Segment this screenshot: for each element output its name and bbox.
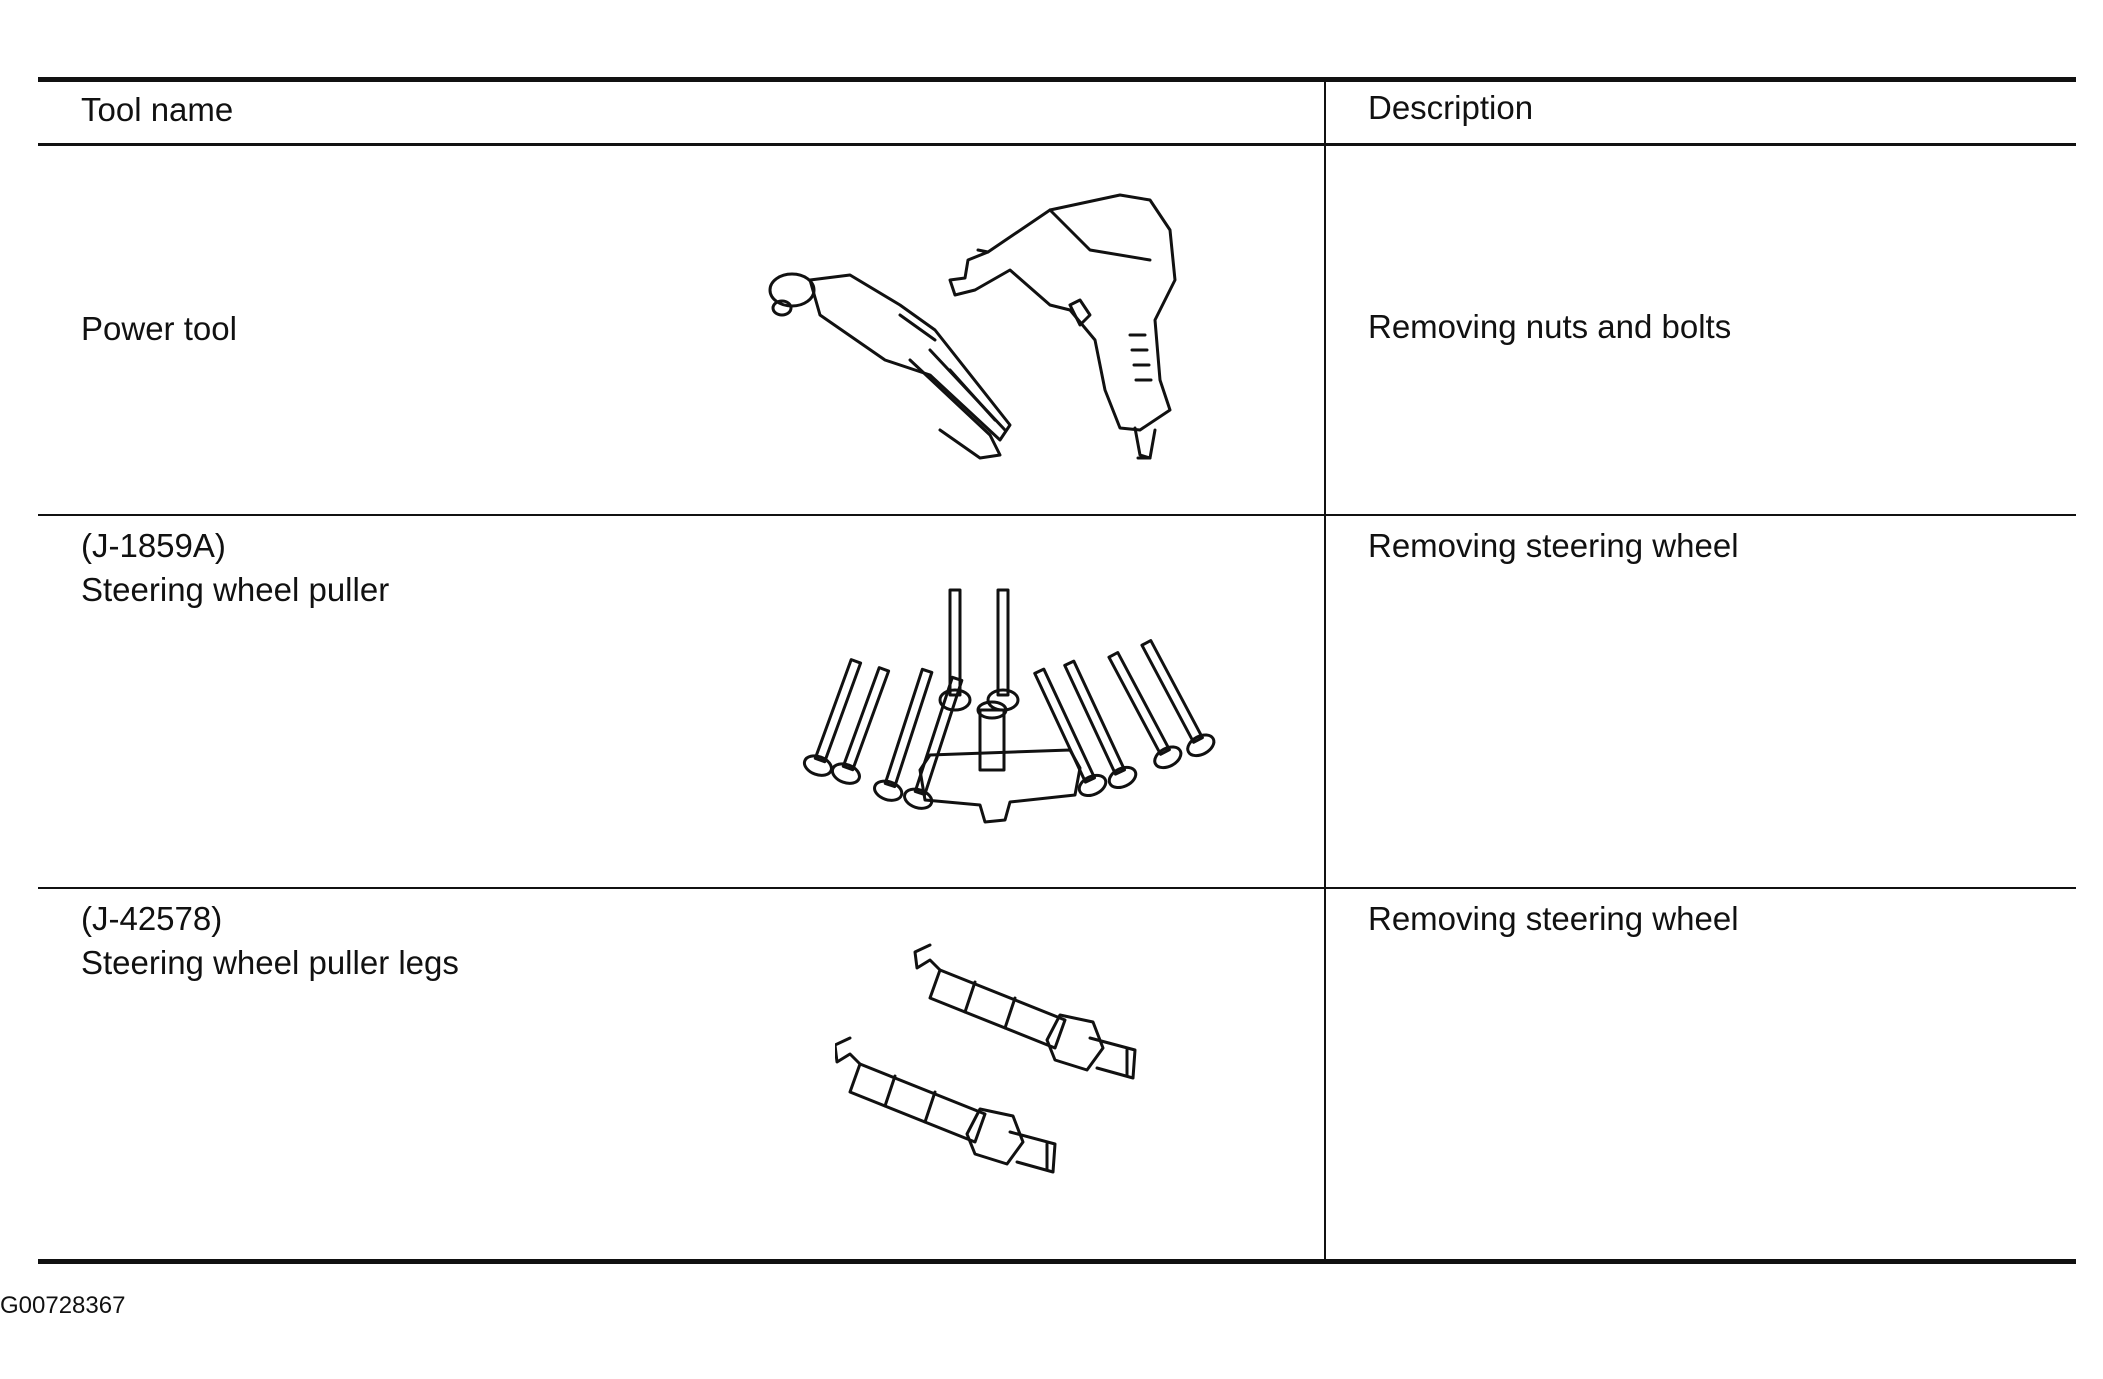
row3-tool-code: (J-42578) [81, 900, 223, 937]
bolt-icon [1033, 667, 1108, 798]
bolt-icon [1063, 659, 1138, 790]
bolt-icon [830, 666, 891, 785]
row1-bottom-rule [38, 514, 2076, 516]
puller-body-icon [918, 700, 1082, 824]
table-bottom-rule [38, 1259, 2076, 1264]
puller-legs-illustration [835, 930, 1175, 1200]
header-description: Description [1368, 89, 1534, 126]
bolt-icon [1140, 639, 1216, 758]
column-divider [1324, 80, 1326, 1262]
bolt-icon [1107, 651, 1183, 770]
impact-wrench-icon [948, 193, 1177, 460]
bolt-icon [938, 588, 972, 712]
row1-tool-name: Power tool [81, 310, 237, 347]
air-ratchet-icon [768, 272, 1012, 460]
row3-description: Removing steering wheel [1368, 900, 1739, 937]
bolt-icon [873, 667, 934, 802]
header-tool-name: Tool name [81, 91, 234, 128]
header-bottom-rule [38, 143, 2076, 146]
puller-leg-icon [835, 1036, 1057, 1174]
row2-tool-code: (J-1859A) [81, 527, 226, 564]
puller-leg-icon [913, 943, 1137, 1080]
steering-wheel-puller-illustration [760, 580, 1240, 840]
row2-tool-name: Steering wheel puller [81, 571, 390, 608]
bolt-icon [986, 588, 1020, 712]
bolt-icon [802, 658, 863, 777]
row2-bottom-rule [38, 887, 2076, 889]
table-top-rule [38, 77, 2076, 82]
figure-id: G00728367 [0, 1292, 126, 1319]
row3-tool-name: Steering wheel puller legs [81, 944, 459, 981]
bolt-icon [903, 675, 964, 810]
row1-description: Removing nuts and bolts [1368, 308, 1732, 345]
power-tools-illustration [750, 190, 1220, 480]
row2-description: Removing steering wheel [1368, 527, 1739, 564]
